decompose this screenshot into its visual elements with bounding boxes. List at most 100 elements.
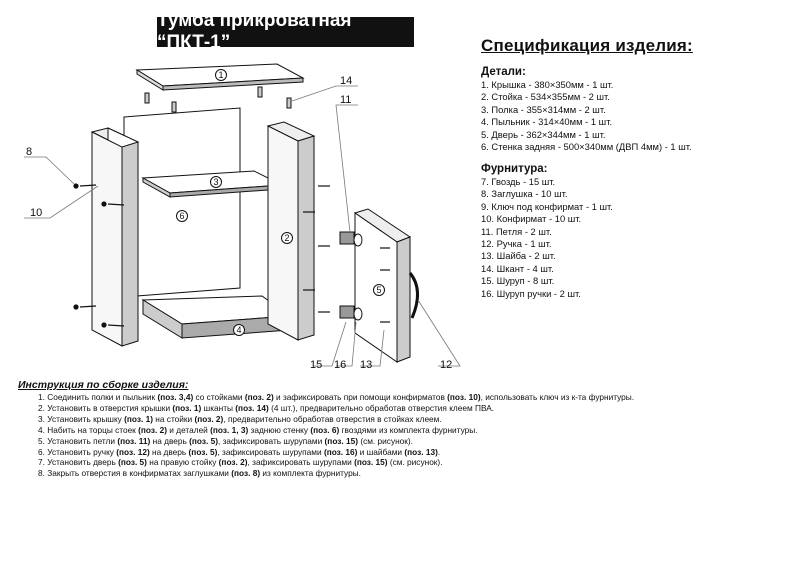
part-number-6: 6	[179, 211, 184, 221]
instruction-text: 3. Установить крышку	[38, 413, 125, 424]
hardware-item: 11. Петля - 2 шт.	[481, 225, 552, 237]
instruction-ref: (поз. 1)	[124, 413, 153, 424]
callout-8: 8	[26, 146, 32, 158]
part-number-5: 5	[376, 285, 381, 295]
dowel	[286, 97, 292, 109]
instruction-ref: (поз. 5)	[189, 435, 219, 446]
part-number-4: 4	[236, 325, 241, 335]
instruction-ref: (поз. 5)	[118, 457, 147, 468]
hardware-list: 7. Гвоздь - 15 шт. 8. Заглушка - 10 шт. …	[481, 176, 613, 300]
hardware-item: 14. Шкант - 4 шт.	[481, 262, 554, 274]
instruction-text: и шайбами	[357, 446, 405, 457]
specification-heading: Спецификация изделия:	[481, 36, 693, 55]
instruction-ref: (поз. 15)	[324, 435, 359, 446]
detail-item: 5. Дверь - 362×344мм - 1 шт.	[481, 128, 606, 140]
instruction-text: и зафиксировать при помощи конфирматов	[273, 392, 448, 402]
hardware-item: 16. Шуруп ручки - 2 шт.	[481, 287, 581, 299]
instruction-text: 6. Установить ручку	[38, 446, 117, 457]
instruction-ref: (поз. 14)	[235, 402, 269, 413]
detail-item: 1. Крышка - 380×350мм - 1 шт.	[481, 79, 614, 90]
instruction-text: 2. Установить в отверстия крышки	[38, 402, 173, 413]
hardware-item: 13. Шайба - 2 шт.	[481, 250, 556, 262]
instruction-ref: (поз. 12)	[116, 446, 150, 457]
hardware-heading: Фурнитура:	[481, 163, 548, 175]
instruction-text: на дверь	[150, 435, 190, 446]
handle	[408, 272, 419, 319]
exploded-assembly-diagram: 1 2 3 4 5 6 8 10 14 11 15 16 13 12	[24, 63, 461, 371]
instruction-text: (4 шт.), предварительно обработав отверс…	[268, 402, 495, 413]
instruction-ref: (поз. 1)	[172, 402, 202, 413]
instruction-step: 5. Установить петли (поз. 11) на дверь (…	[38, 436, 634, 447]
dowel	[144, 92, 150, 104]
instruction-text: на стойки	[152, 413, 195, 424]
instructions-heading: Инструкция по сборке изделия:	[18, 379, 189, 391]
detail-item: 2. Стойка - 534×355мм - 2 шт.	[481, 91, 610, 103]
instruction-ref: (поз. 15)	[354, 457, 388, 468]
instruction-text: 1. Соединить полки и пыльник	[38, 392, 158, 402]
detail-item: 4. Пыльник - 314×40мм - 1 шт.	[481, 116, 613, 128]
part-number-2: 2	[284, 233, 289, 243]
instruction-step: 1. Соединить полки и пыльник (поз. 3,4) …	[38, 392, 634, 403]
callout-12: 12	[440, 359, 452, 371]
instruction-text: .	[437, 446, 441, 457]
callout-11: 11	[340, 94, 351, 106]
callout-10: 10	[30, 207, 42, 219]
instruction-ref: (поз. 11)	[117, 435, 151, 446]
instruction-text: (см. рисунок).	[358, 435, 413, 446]
part-number-1: 1	[218, 70, 223, 80]
instruction-text: на дверь	[149, 446, 189, 457]
instruction-text: со стойками	[193, 392, 245, 402]
detail-item: 6. Стенка задняя - 500×340мм (ДВП 4мм) -…	[481, 141, 692, 153]
instruction-ref: (поз. 10)	[447, 392, 481, 402]
hardware-item: 12. Ручка - 1 шт.	[481, 238, 552, 250]
instruction-text: 5. Установить петли	[38, 435, 118, 446]
instruction-text: (см. рисунок).	[387, 457, 443, 468]
instruction-text: шканты	[201, 402, 236, 413]
hardware-item: 8. Заглушка - 10 шт.	[481, 188, 568, 200]
hardware-item: 7. Гвоздь - 15 шт.	[481, 176, 556, 187]
document-title: Тумба прикроватная “ПКТ-1”	[157, 10, 414, 53]
hinge	[339, 231, 355, 245]
hardware-item: 10. Конфирмат - 10 шт.	[481, 213, 582, 225]
instruction-text: 7. Установить дверь	[38, 457, 119, 468]
dowel	[257, 86, 263, 98]
instruction-text: , зафиксировать шурупами	[247, 457, 355, 468]
instruction-text: заднюю стенку	[248, 424, 311, 435]
instruction-text: из комплекта фурнитуры.	[260, 468, 361, 479]
details-heading: Детали:	[481, 66, 526, 78]
callout-13: 13	[360, 359, 372, 371]
instruction-step: 8. Закрыть отверстия в конфирматах заглу…	[38, 468, 634, 479]
details-list: 1. Крышка - 380×350мм - 1 шт. 2. Стойка …	[481, 79, 692, 153]
instruction-step: 2. Установить в отверстия крышки (поз. 1…	[38, 403, 634, 414]
instruction-ref: (поз. 2)	[218, 457, 248, 468]
instruction-ref: (поз. 2)	[244, 392, 274, 402]
hardware-item: 9. Ключ под конфирмат - 1 шт.	[481, 200, 613, 212]
dowel	[171, 101, 177, 113]
instruction-text: 8. Закрыть отверстия в конфирматах заглу…	[38, 468, 232, 479]
callout-14: 14	[340, 75, 352, 87]
instruction-ref: (поз. 5)	[188, 446, 218, 457]
instruction-step: 7. Установить дверь (поз. 5) на правую с…	[38, 457, 634, 468]
instruction-ref: (поз. 16)	[323, 446, 358, 457]
instruction-text: и деталей	[166, 424, 211, 435]
hinge	[339, 305, 355, 319]
instruction-text: , использовать ключ из к-та фурнитуры.	[480, 392, 635, 402]
instruction-step: 4. Набить на торцы стоек (поз. 2) и дета…	[38, 425, 634, 436]
instruction-text: 4. Набить на торцы стоек	[38, 424, 139, 435]
instructions-list: 1. Соединить полки и пыльник (поз. 3,4) …	[38, 392, 634, 479]
detail-item: 3. Полка - 355×314мм - 2 шт.	[481, 103, 606, 115]
instruction-ref: (поз. 3,4)	[157, 392, 194, 402]
instruction-ref: (поз. 6)	[310, 424, 340, 435]
instruction-step: 6. Установить ручку (поз. 12) на дверь (…	[38, 447, 634, 458]
instruction-text: , предварительно обработав отверстия в с…	[223, 413, 442, 424]
instruction-step: 3. Установить крышку (поз. 1) на стойки …	[38, 414, 634, 425]
callout-16: 16	[334, 359, 346, 371]
hardware-item: 15. Шуруп - 8 шт.	[481, 275, 555, 287]
instruction-ref: (поз. 13)	[404, 446, 438, 457]
part-number-3: 3	[213, 177, 218, 187]
callout-15: 15	[310, 359, 322, 371]
instruction-text: гвоздями из комплекта фурнитуры.	[339, 424, 478, 435]
instruction-ref: (поз. 1, 3)	[210, 424, 249, 435]
instruction-text: , зафиксировать шурупами	[217, 446, 324, 457]
instruction-text: на правую стойку	[146, 457, 219, 468]
